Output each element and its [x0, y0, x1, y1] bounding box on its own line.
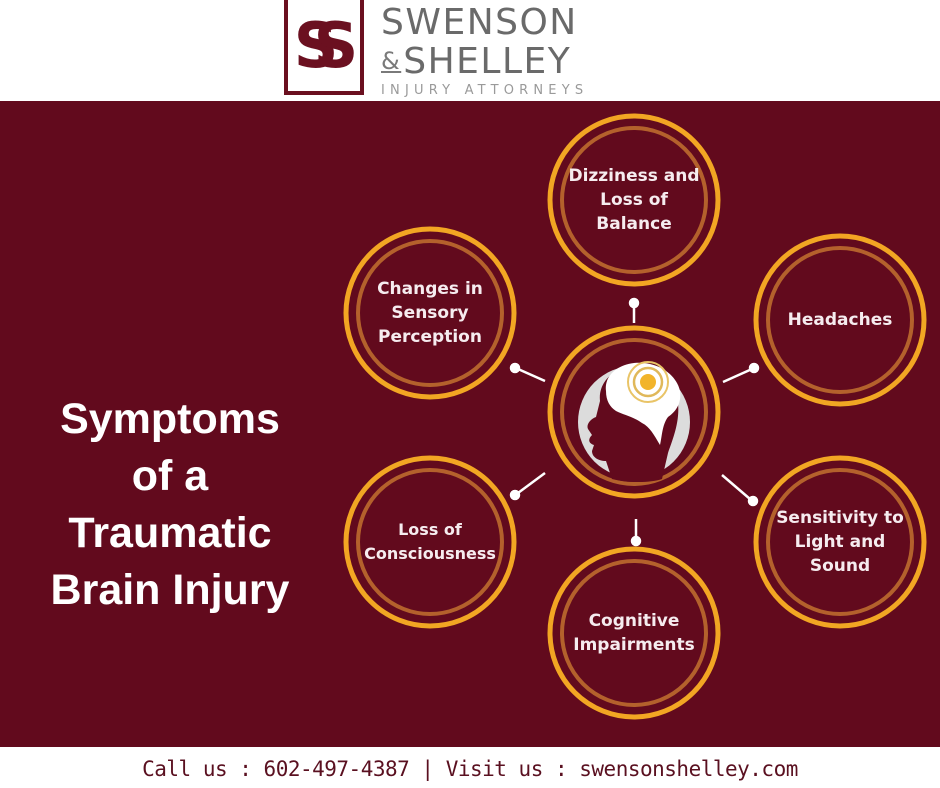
logo-mark-box: SS: [284, 0, 364, 95]
symptom-node-cognitive: Cognitive Impairments: [547, 546, 721, 720]
symptom-label: Cognitive Impairments: [573, 611, 695, 655]
title-line: Traumatic: [68, 509, 272, 557]
footer: Call us : 602-497-4387 | Visit us : swen…: [0, 747, 940, 788]
title-line: of a: [131, 452, 209, 500]
symptom-label: Changes in Sensory Perception: [377, 279, 483, 347]
symptom-node-sensitivity: Sensitivity to Light and Sound: [753, 455, 927, 629]
title-line: Symptoms: [60, 395, 280, 443]
symptom-node-sensory: Changes in Sensory Perception: [343, 226, 517, 400]
logo-wordmark: SWENSON &SHELLEY INJURY ATTORNEYS: [381, 2, 641, 99]
connector-lines: [509, 297, 760, 547]
ring-set: [343, 113, 927, 720]
firm-ampersand: &: [381, 47, 402, 75]
head-brain-impact-icon: [578, 361, 690, 482]
infographic-panel: Symptoms of a Traumatic Brain Injury: [0, 101, 940, 747]
firm-name-line2: &SHELLEY: [381, 42, 641, 81]
symptom-node-consciousness: Loss of Consciousness: [343, 455, 517, 629]
symptom-label: Dizziness and Loss of Balance: [568, 166, 700, 234]
firm-name-shelley: SHELLEY: [403, 41, 572, 82]
symptom-label: Sensitivity to Light and Sound: [776, 508, 904, 576]
symptom-node-headaches: Headaches: [753, 233, 927, 407]
contact-line: Call us : 602-497-4387 | Visit us : swen…: [142, 756, 798, 781]
title-line: Brain Injury: [50, 566, 290, 614]
page-title: Symptoms of a Traumatic Brain Injury: [30, 391, 310, 619]
firm-tagline: INJURY ATTORNEYS: [381, 83, 589, 98]
symptom-label: Loss of Consciousness: [364, 520, 496, 563]
diagram-graphics: [343, 113, 927, 720]
header: SS SWENSON &SHELLEY INJURY ATTORNEYS: [0, 0, 940, 101]
logo-mark-icon: SS: [293, 8, 358, 82]
symptom-node-dizziness: Dizziness and Loss of Balance: [547, 113, 721, 287]
firm-name-line1: SWENSON: [381, 2, 578, 43]
symptom-label: Headaches: [787, 310, 893, 330]
